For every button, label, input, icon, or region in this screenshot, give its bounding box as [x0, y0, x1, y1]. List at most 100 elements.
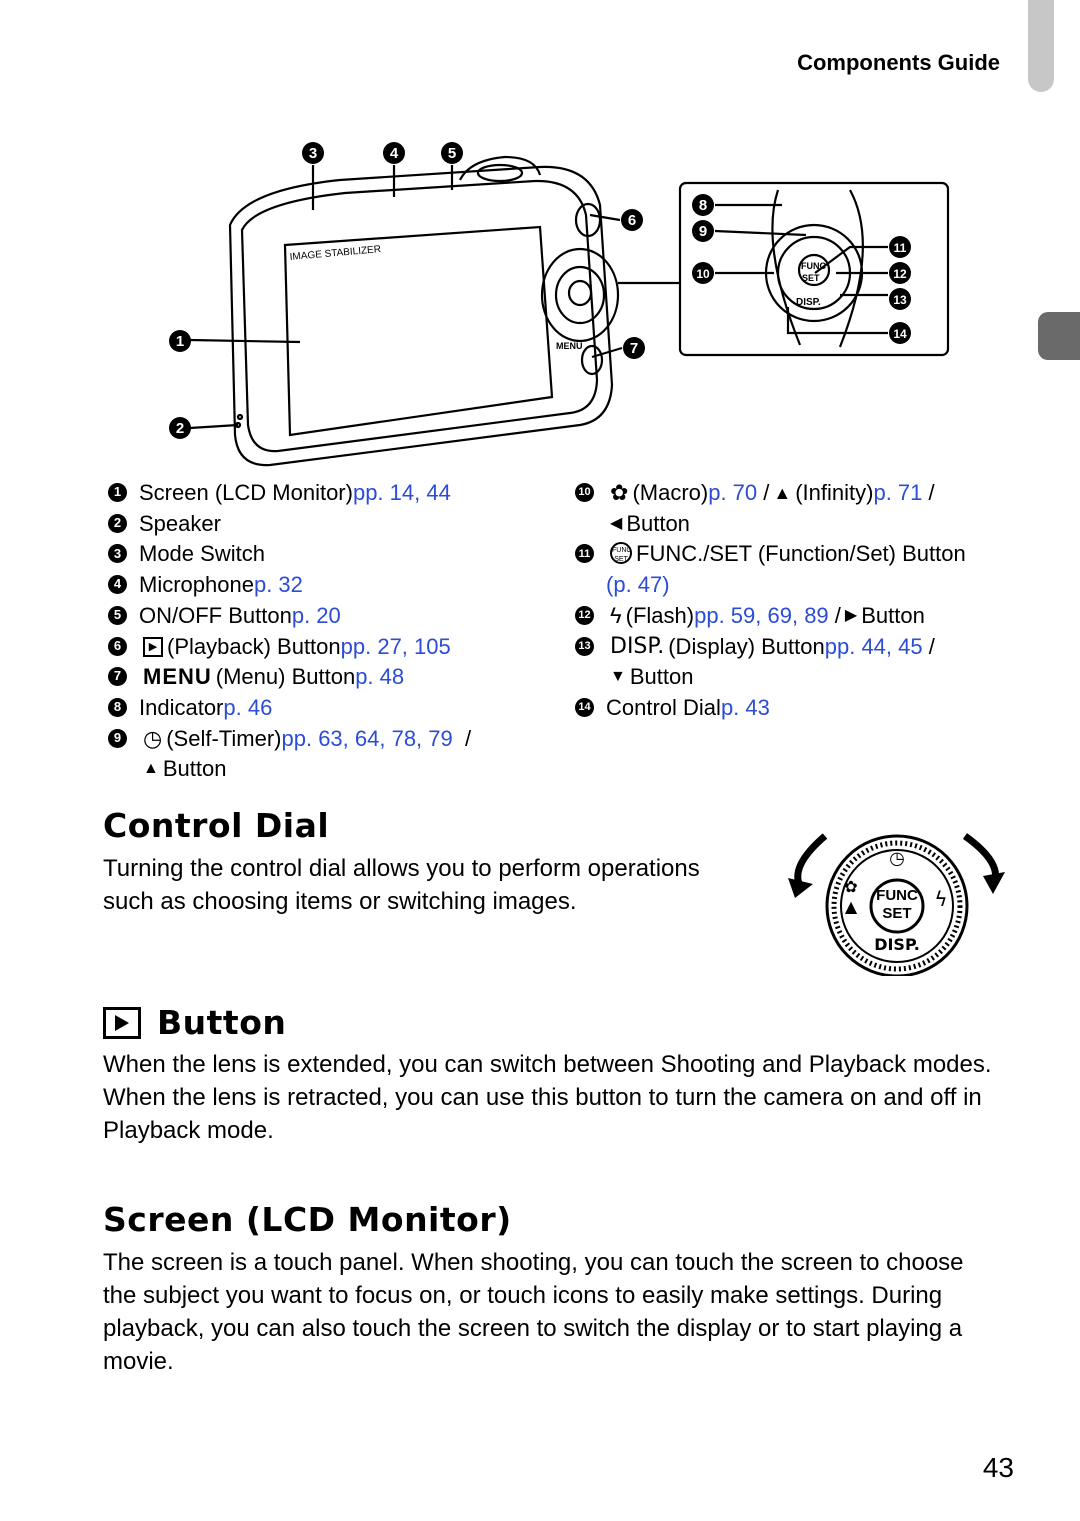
callout-9: 9	[692, 220, 714, 242]
down-arrow-icon: ▼	[610, 668, 626, 686]
playback-icon	[103, 1006, 141, 1039]
legend-item-10-cont: ◀Button	[575, 509, 966, 540]
page-link[interactable]: p. 43	[720, 694, 770, 720]
dial-disp-label: DISP.	[874, 935, 920, 954]
page-link[interactable]: p. 71	[873, 480, 923, 505]
callout-8: 8	[692, 194, 714, 216]
playback-icon: ▶	[143, 636, 163, 657]
dial-infinity-icon: ▲	[845, 897, 858, 916]
callout-6: 6	[621, 209, 643, 231]
flash-icon: ϟ	[610, 602, 622, 628]
page-link[interactable]: pp. 44, 45	[824, 633, 923, 659]
menu-label: MENU	[556, 341, 583, 351]
page-link[interactable]: p. 20	[291, 602, 341, 628]
dial-func-label: FUNC	[876, 887, 918, 904]
control-dial-text: Turning the control dial allows you to p…	[103, 855, 700, 915]
legend-item-11-cont: (p. 47)	[575, 570, 966, 601]
zoom-set-label: SET	[802, 273, 820, 283]
page-tab-decoration	[1028, 0, 1054, 92]
legend-number: 1	[108, 483, 127, 502]
page-link[interactable]: p. 46	[223, 694, 273, 720]
svg-text:9: 9	[699, 223, 707, 240]
callout-5: 5	[441, 142, 463, 164]
play-button-heading-row: Button	[103, 1003, 286, 1042]
zoom-inset-box	[678, 181, 950, 357]
svg-text:5: 5	[448, 145, 456, 162]
callout-3: 3	[302, 142, 324, 164]
legend-item-6: 6▶(Playback) Button pp. 27, 105	[108, 632, 471, 663]
page-link[interactable]: p. 32	[253, 572, 303, 598]
control-dial-figure: FUNC SET DISP. ◷ ✿ ▲ ϟ	[788, 833, 1005, 976]
camera-back-figure: IMAGE STABILIZER MENU FUNC SET DISP. 1 2…	[169, 142, 950, 467]
up-arrow-icon: ▲	[143, 760, 159, 778]
menu-icon: MENU	[143, 664, 212, 690]
svg-text:2: 2	[176, 420, 184, 437]
rotate-right-arrow-icon	[983, 872, 1005, 894]
page-number: 43	[982, 1452, 1014, 1483]
legend-item-13-cont: ▼Button	[575, 662, 966, 693]
svg-text:8: 8	[699, 197, 707, 214]
svg-text:1: 1	[176, 333, 184, 350]
self-timer-icon: ◷	[143, 725, 163, 751]
infinity-icon: ▲	[773, 483, 792, 503]
legend-item-10: 10✿(Macro) p. 70 /▲(Infinity) p. 71 /	[575, 478, 966, 509]
callout-14: 14	[889, 322, 911, 344]
play-button-heading: Button	[157, 1003, 287, 1042]
page-link[interactable]: pp. 59, 69, 89	[694, 602, 829, 628]
camera-body	[228, 165, 614, 467]
page-link[interactable]: pp. 63, 64, 78, 79	[281, 725, 453, 751]
camera-control-dial	[540, 247, 620, 343]
screen-text: The screen is a touch panel. When shooti…	[103, 1249, 964, 1375]
left-arrow-icon: ◀	[610, 514, 623, 532]
dial-set-label: SET	[882, 905, 911, 922]
dial-self-timer-icon: ◷	[889, 848, 905, 869]
svg-text:11: 11	[894, 241, 907, 255]
svg-text:3: 3	[309, 145, 317, 162]
callout-13: 13	[889, 288, 911, 310]
callout-2: 2	[169, 417, 191, 439]
callout-11: 11	[889, 236, 911, 258]
play-button-text: When the lens is extended, you can switc…	[103, 1051, 992, 1144]
callout-1: 1	[169, 330, 191, 352]
page-link[interactable]: (p. 47)	[606, 572, 670, 598]
dial-macro-icon: ✿	[844, 877, 857, 896]
svg-text:13: 13	[893, 293, 907, 307]
section-header: Components Guide	[797, 50, 1000, 75]
legend-item-9-cont: ▲Button	[108, 754, 471, 785]
svg-text:12: 12	[893, 267, 907, 281]
callout-12: 12	[889, 262, 911, 284]
zoom-disp-label: DISP.	[796, 297, 821, 308]
callout-10: 10	[692, 262, 714, 284]
page-link[interactable]: pp. 27, 105	[340, 633, 451, 659]
svg-text:7: 7	[630, 340, 638, 357]
screen-heading: Screen (LCD Monitor)	[103, 1200, 512, 1239]
svg-text:10: 10	[696, 267, 710, 281]
disp-icon: DISP.	[610, 633, 665, 659]
rotate-left-arrow-icon	[788, 878, 813, 898]
control-dial-heading: Control Dial	[103, 806, 330, 845]
svg-text:14: 14	[893, 327, 907, 341]
page-link[interactable]: p. 48	[355, 664, 405, 690]
legend-right: 10✿(Macro) p. 70 /▲(Infinity) p. 71 / ◀B…	[575, 478, 966, 724]
page-link[interactable]: pp. 14, 44	[352, 480, 451, 505]
right-arrow-icon: ▶	[844, 606, 858, 624]
legend-item-9: 9◷(Self-Timer) pp. 63, 64, 78, 79 /	[108, 724, 471, 755]
zoom-func-label: FUNC	[801, 261, 826, 271]
callout-7: 7	[623, 337, 645, 359]
svg-text:4: 4	[390, 145, 399, 162]
svg-text:6: 6	[628, 212, 636, 229]
page-link[interactable]: p. 70	[708, 480, 758, 505]
